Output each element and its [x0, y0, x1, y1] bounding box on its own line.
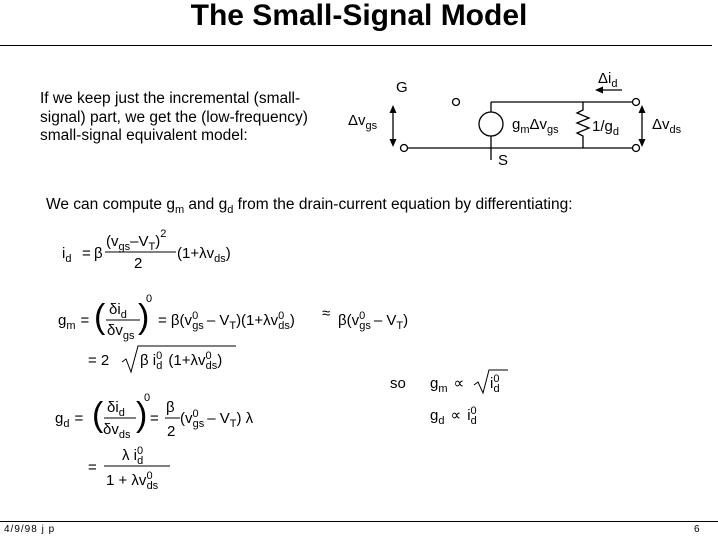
compute-part-3: from the drain-current equation by diffe… — [233, 196, 573, 213]
id-beta: β — [94, 245, 103, 262]
compute-part-2: and g — [184, 196, 228, 213]
prop-sqrt-sign — [473, 369, 508, 395]
id-lhs: id — [62, 245, 71, 265]
gd-two: 2 — [167, 423, 175, 440]
page-number: 6 — [694, 524, 700, 535]
so-label: so — [390, 375, 406, 392]
gate-terminal — [451, 97, 461, 107]
id-arrow-head — [595, 86, 603, 94]
slide-title: The Small-Signal Model — [190, 0, 528, 32]
gm-paren-right: ) — [138, 298, 149, 336]
gm-line2-prefix: = 2 — [88, 352, 109, 369]
current-source-label: gmΔvgs — [512, 116, 559, 136]
compute-sentence: We can compute gm and gd from the drain-… — [46, 196, 573, 216]
gm-zero: 0 — [146, 293, 152, 305]
delta-id-label: Δid — [598, 70, 617, 90]
gm-approx: ≈ — [322, 305, 330, 322]
drain-terminal-bottom — [631, 143, 641, 153]
vds-arrow-down — [638, 139, 646, 147]
gate-label: G — [396, 79, 408, 96]
resistor-label: 1/gd — [592, 118, 619, 138]
gm-paren-left: ( — [94, 298, 106, 336]
id-denominator: 2 — [134, 255, 142, 272]
delta-vgs-label: Δvgs — [348, 112, 378, 132]
gd-zero: 0 — [144, 392, 150, 404]
resistor-zigzag — [575, 102, 591, 148]
delta-vds-label: Δvds — [652, 116, 682, 136]
intro-paragraph: If we keep just the incremental (small-s… — [40, 90, 308, 144]
compute-sub-m: m — [174, 204, 185, 217]
vgs-arrow-down — [389, 139, 397, 147]
vds-arrow-up — [638, 105, 646, 113]
source-label: S — [498, 152, 508, 169]
id-equals: = — [82, 245, 91, 262]
prop-gm: gm∝ — [430, 375, 464, 395]
gd-partial-vds: δvds — [103, 421, 131, 441]
footer-divider — [0, 521, 718, 522]
vgs-arrow-up — [389, 105, 397, 113]
gm-sqrt-sign — [121, 345, 236, 374]
gd-lhs: gd= — [55, 410, 83, 430]
source-terminal-left — [399, 143, 409, 153]
gd-beta: β — [166, 399, 175, 416]
id-factor: (1+λvds) — [177, 245, 231, 265]
title-divider — [0, 45, 712, 46]
gd-paren-right: ) — [136, 396, 147, 434]
drain-terminal-top — [631, 97, 641, 107]
footer-date: 4/9/98 j p — [4, 524, 56, 535]
id-numerator: (vgs–VT)2 — [106, 228, 166, 253]
gd-line2-eq: = — [88, 459, 97, 476]
gd-rhs-eq: = — [150, 410, 159, 427]
gd-partial-id: δid — [107, 399, 125, 419]
gm-lhs: gm= — [58, 312, 90, 332]
gd-paren-left: ( — [92, 396, 104, 434]
compute-sub-d: d — [227, 204, 234, 217]
gm-partial-id: δid — [109, 301, 127, 321]
compute-part-1: We can compute g — [46, 196, 175, 213]
gm-partial-vgs: δvgs — [107, 322, 135, 342]
